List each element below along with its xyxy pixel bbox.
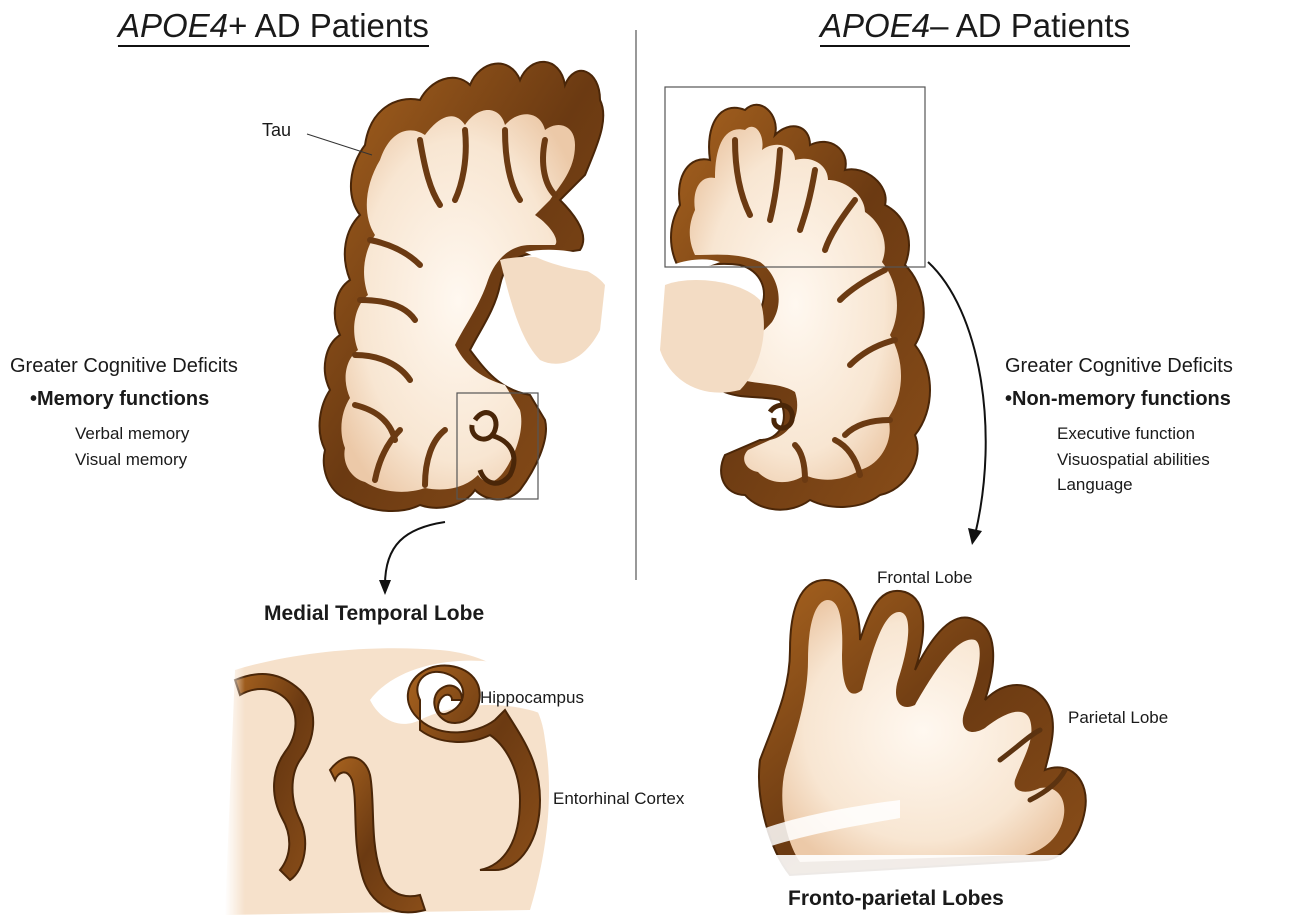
right-panel-heading: APOE4– AD Patients xyxy=(820,8,1130,47)
left-deficit-item: Visual memory xyxy=(75,447,238,473)
medial-temporal-title: Medial Temporal Lobe xyxy=(264,602,484,626)
left-heading-gene: APOE4 xyxy=(118,7,228,44)
hippocampus-label: Hippocampus xyxy=(480,688,584,708)
entorhinal-cortex-label: Entorhinal Cortex xyxy=(553,789,684,809)
fronto-parietal-title: Fronto-parietal Lobes xyxy=(788,887,1004,911)
frontal-lobe-label: Frontal Lobe xyxy=(877,568,972,588)
right-hemisphere-section xyxy=(650,87,930,510)
left-deficits-title: Greater Cognitive Deficits xyxy=(10,355,238,378)
left-deficits-block: Greater Cognitive Deficits •Memory funct… xyxy=(10,355,238,472)
left-deficit-item: Verbal memory xyxy=(75,421,238,447)
left-panel-heading: APOE4+ AD Patients xyxy=(118,8,429,47)
medial-temporal-zoom xyxy=(225,640,556,923)
left-deficits-subtitle: •Memory functions xyxy=(30,388,238,411)
right-deficits-block: Greater Cognitive Deficits •Non-memory f… xyxy=(1005,355,1233,498)
fronto-parietal-zoom xyxy=(755,580,1095,923)
right-deficit-item: Language xyxy=(1057,472,1233,498)
right-heading-gene: APOE4 xyxy=(820,7,930,44)
left-hemisphere-section xyxy=(307,62,610,511)
right-heading-rest: – AD Patients xyxy=(930,7,1130,44)
right-deficit-item: Executive function xyxy=(1057,421,1233,447)
left-heading-rest: + AD Patients xyxy=(228,7,429,44)
tau-label: Tau xyxy=(262,120,291,141)
right-deficits-title: Greater Cognitive Deficits xyxy=(1005,355,1233,378)
parietal-lobe-label: Parietal Lobe xyxy=(1068,708,1168,728)
right-deficit-item: Visuospatial abilities xyxy=(1057,447,1233,473)
right-deficits-subtitle: •Non-memory functions xyxy=(1005,388,1233,411)
